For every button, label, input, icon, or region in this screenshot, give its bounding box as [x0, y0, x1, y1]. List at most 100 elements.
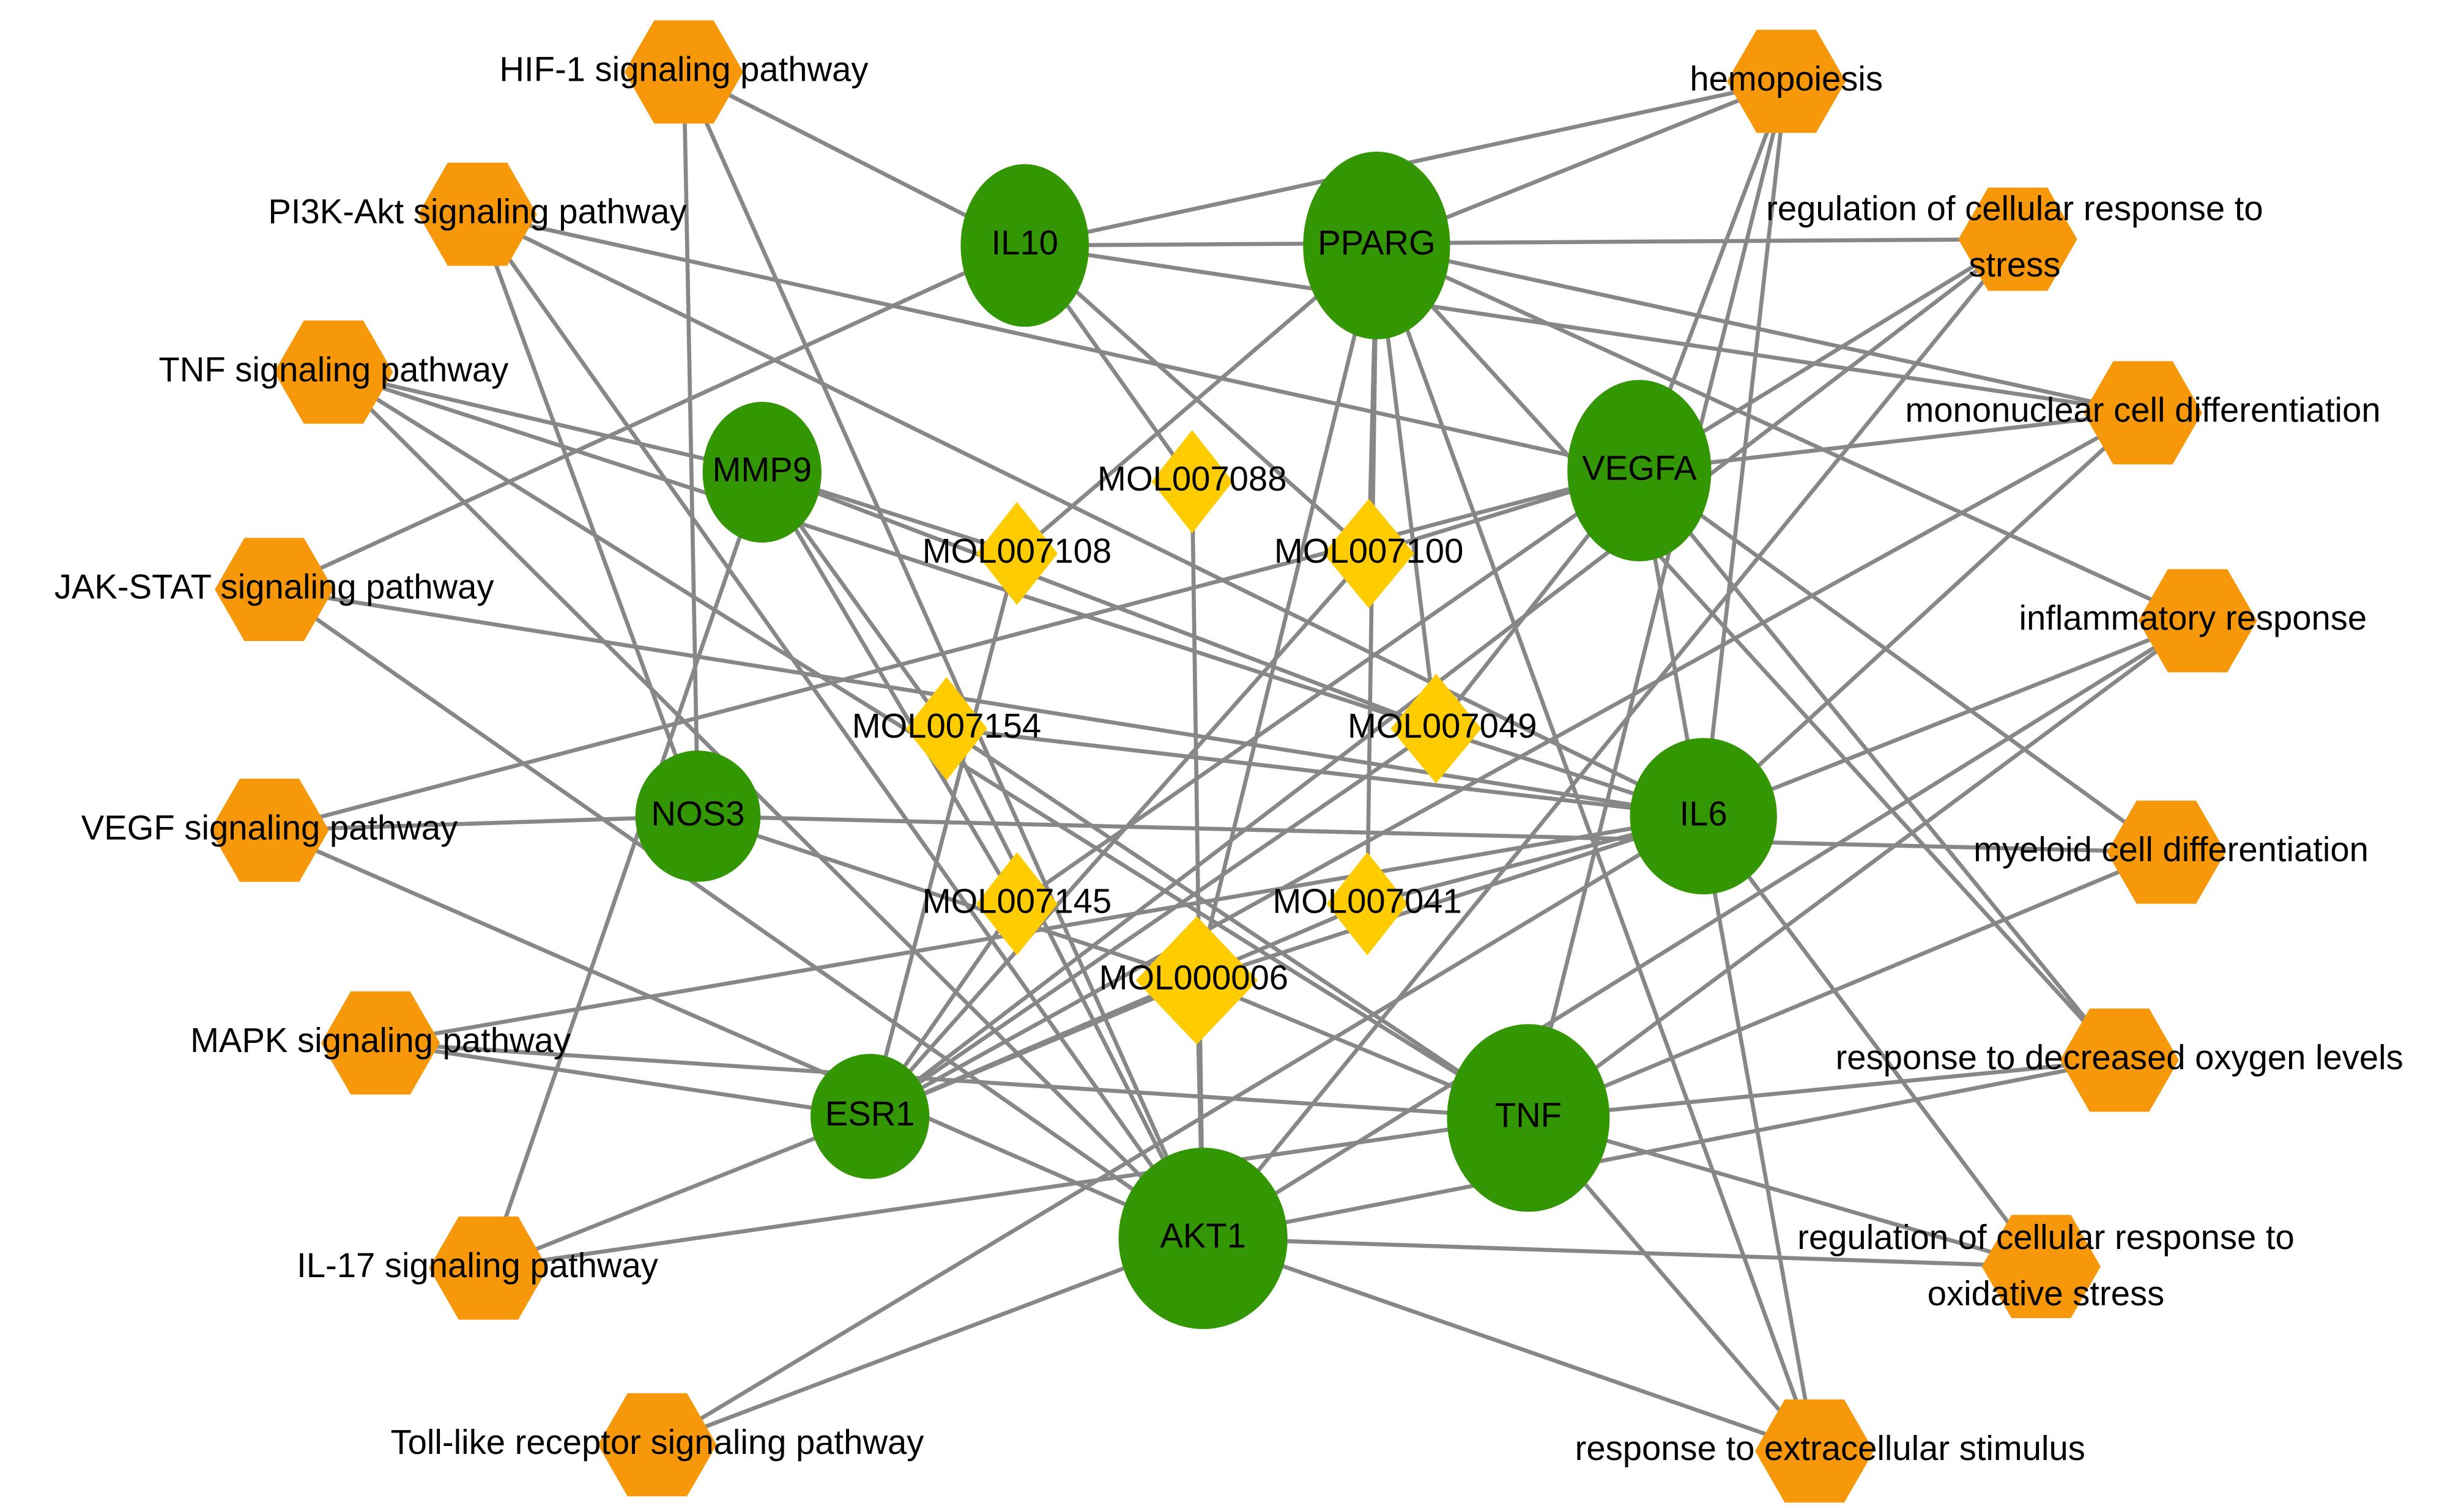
edge-vegfsig-nos3	[269, 814, 699, 832]
target-node-il6[interactable]	[1630, 738, 1777, 895]
pathway-label-hemo: hemopoiesis	[1690, 59, 1883, 98]
pathway-node-hemo[interactable]	[1727, 29, 1846, 133]
target-node-tnf[interactable]	[1447, 1024, 1610, 1212]
edge-pi3k-vegfa	[477, 212, 1640, 473]
pathway-label-rcros: regulation of cellular response to oxidat…	[1797, 1218, 2295, 1313]
edges-layer	[269, 70, 2199, 1453]
pathway-label-tnfsig: TNF signaling pathway	[158, 350, 508, 388]
edge-il17-mmp9	[486, 471, 764, 1269]
pathway-label-rcrs: regulation of cellular response to stress	[1766, 189, 2263, 284]
pathway-node-rcros[interactable]	[1981, 1215, 2101, 1319]
edge-myel-vegfa	[1638, 469, 2168, 854]
edge-tnfsig-akt1	[332, 371, 1205, 1240]
compound-label-m7049: MOL007049	[1348, 706, 1537, 745]
edge-rcrs-il10	[1025, 237, 2018, 248]
pathway-node-extra[interactable]	[1755, 1399, 1874, 1503]
target-label-pparg: PPARG	[1318, 223, 1436, 262]
compound-node-m0006[interactable]	[1135, 916, 1258, 1045]
edge-tnfsig-mmp9	[333, 370, 763, 475]
pathway-label-vegfsig: VEGF signaling pathway	[81, 808, 458, 847]
target-label-akt1: AKT1	[1160, 1216, 1246, 1254]
edge-mono-vegfa	[1639, 410, 2143, 473]
pathway-node-mono[interactable]	[2083, 361, 2203, 465]
edge-oxy-vegfa	[1638, 469, 2121, 1062]
edge-jak-akt1	[273, 588, 1204, 1240]
edge-m7100-il10	[1023, 243, 1370, 555]
pathway-node-pi3k[interactable]	[418, 162, 537, 266]
pathway-label-mapk: MAPK signaling pathway	[190, 1021, 571, 1059]
target-node-il10[interactable]	[960, 164, 1089, 327]
pathway-node-jak[interactable]	[215, 538, 334, 642]
compound-label-m7108: MOL007108	[922, 532, 1111, 570]
target-label-il6: IL6	[1680, 794, 1727, 832]
pathway-label-il17: IL-17 signaling pathway	[297, 1246, 658, 1284]
pathway-node-tnfsig[interactable]	[274, 321, 393, 424]
label-line: regulation of cellular response to	[1797, 1218, 2295, 1256]
edge-m0006-pparg	[1195, 245, 1379, 981]
edge-infl-pparg	[1376, 243, 2199, 623]
target-node-pparg[interactable]	[1303, 151, 1450, 339]
edge-m7154-akt1	[944, 727, 1205, 1240]
target-label-il10: IL10	[992, 223, 1058, 262]
pathway-label-hif1: HIF-1 signaling pathway	[499, 50, 868, 88]
edge-jak-il10	[273, 243, 1026, 591]
pathway-label-jak: JAK-STAT signaling pathway	[54, 568, 494, 606]
target-node-vegfa[interactable]	[1567, 380, 1712, 561]
pathway-node-vegfsig[interactable]	[210, 779, 329, 882]
edge-toll-akt1	[656, 1236, 1204, 1447]
edge-toll-il6	[656, 814, 1705, 1447]
pathway-node-oxy[interactable]	[2060, 1008, 2179, 1112]
target-node-akt1[interactable]	[1118, 1147, 1288, 1329]
pathway-node-rcrs[interactable]	[1958, 187, 2077, 291]
edge-extra-akt1	[1202, 1236, 1816, 1453]
edge-hif1-nos3	[681, 72, 700, 817]
compound-label-m0006: MOL000006	[1099, 958, 1288, 997]
target-label-nos3: NOS3	[651, 794, 744, 832]
edge-rcrs-esr1	[869, 237, 2019, 1118]
edge-il17-esr1	[488, 1114, 871, 1270]
edge-extra-vegfa	[1637, 470, 1817, 1451]
pathway-label-mono: mononuclear cell differentiation	[1905, 391, 2380, 429]
edge-vegfsig-akt1	[269, 828, 1204, 1240]
edge-m7049-esr1	[869, 727, 1438, 1118]
compound-label-m7145: MOL007145	[922, 881, 1111, 920]
pathway-node-hif1[interactable]	[624, 20, 744, 124]
edge-pi3k-nos3	[475, 213, 700, 817]
edge-m0006-nos3	[697, 814, 1198, 982]
edge-oxy-akt1	[1203, 1058, 2120, 1240]
pathway-label-oxy: response to decreased oxygen levels	[1836, 1038, 2403, 1077]
pathway-label-infl: inflammatory response	[2019, 599, 2367, 637]
edge-m7145-mmp9	[760, 471, 1019, 905]
edge-infl-akt1	[1201, 619, 2199, 1240]
edge-m7108-esr1	[867, 553, 1019, 1117]
pathway-label-toll: Toll-like receptor signaling pathway	[391, 1423, 924, 1461]
pathway-node-infl[interactable]	[2138, 569, 2257, 673]
target-node-nos3[interactable]	[635, 750, 761, 882]
compound-label-m7088: MOL007088	[1097, 459, 1286, 498]
edge-m7145-vegfa	[1015, 469, 1641, 906]
compound-node-m7154[interactable]	[905, 676, 987, 780]
edge-mapk-esr1	[380, 1040, 870, 1119]
edge-rcrs-akt1	[1201, 238, 2020, 1240]
target-node-mmp9[interactable]	[702, 401, 822, 543]
pathway-node-il17[interactable]	[429, 1216, 548, 1320]
pathway-node-toll[interactable]	[598, 1393, 717, 1497]
label-line: stress	[1969, 245, 2060, 284]
edge-extra-pparg	[1375, 245, 1817, 1452]
pathway-node-myel[interactable]	[2107, 800, 2226, 904]
compound-node-m7145[interactable]	[976, 852, 1058, 955]
compound-label-m7041: MOL007041	[1272, 881, 1461, 920]
compound-node-m7088[interactable]	[1151, 429, 1233, 533]
edge-m7049-mmp9	[761, 470, 1437, 731]
edge-mono-pparg	[1376, 243, 2143, 415]
target-node-esr1[interactable]	[811, 1053, 930, 1179]
compound-node-m7108[interactable]	[976, 502, 1058, 606]
edge-pi3k-akt1	[475, 213, 1205, 1240]
label-line: regulation of cellular response to	[1766, 189, 2263, 228]
label-line: oxidative stress	[1928, 1274, 2164, 1313]
edge-infl-tnf	[1527, 619, 2199, 1120]
edge-m0006-il6	[1196, 814, 1704, 982]
pathway-node-mapk[interactable]	[321, 991, 440, 1095]
